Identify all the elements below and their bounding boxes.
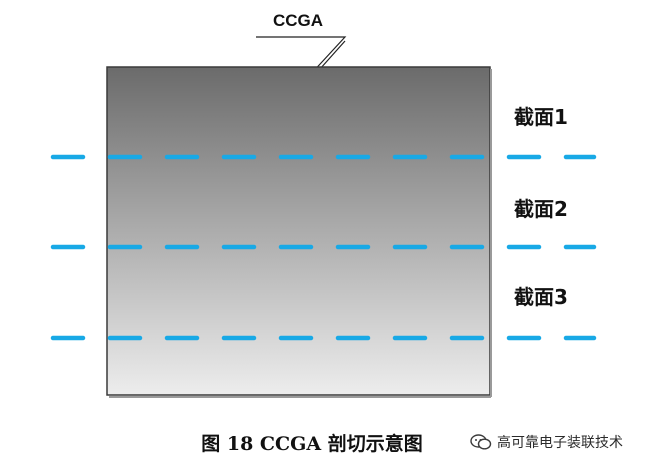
wechat-icon (470, 434, 492, 450)
figure-caption: 图 18 CCGA 剖切示意图 (201, 432, 423, 455)
section-label-3: 截面3 (514, 285, 568, 309)
watermark-text: 高可靠电子装联技术 (497, 435, 623, 451)
component-label: CCGA (273, 11, 323, 30)
section-label-2: 截面2 (514, 197, 568, 221)
ccga-component-block (106, 66, 491, 396)
watermark: 高可靠电子装联技术 (470, 430, 623, 454)
block-shadow-edge (109, 69, 492, 398)
section-label-1: 截面1 (514, 105, 568, 129)
